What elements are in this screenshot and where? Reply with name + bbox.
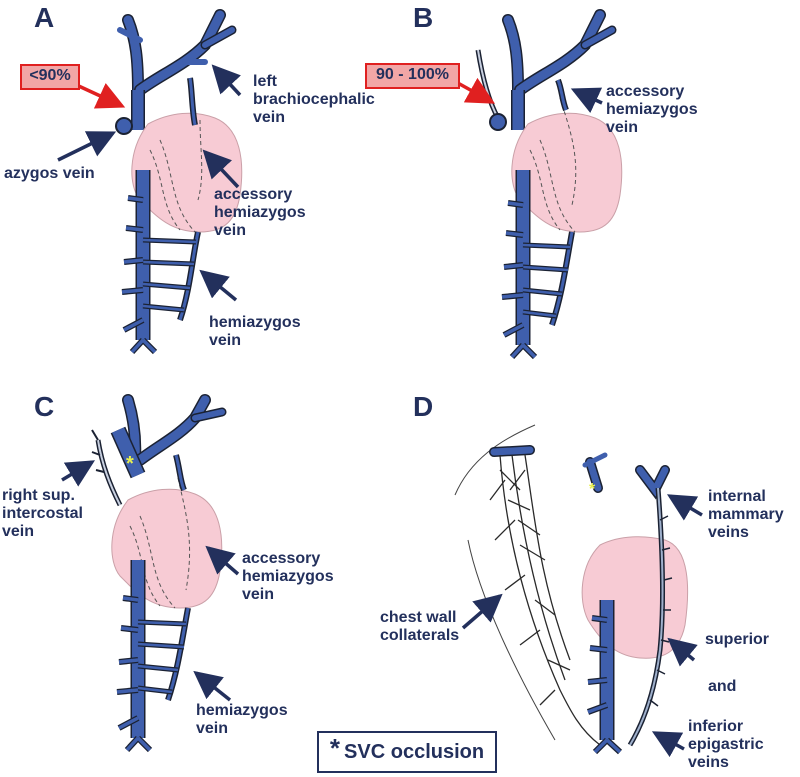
arrow-d-internal-mammary — [666, 494, 703, 521]
arrow-a-left-brachiocephalic — [211, 64, 242, 97]
label-a-left-brachiocephalic-vein: left brachiocephalic vein — [253, 73, 375, 126]
arrow-b-accessory-hemiazygos — [570, 87, 603, 114]
label-a-azygos-vein: azygos vein — [4, 165, 95, 182]
panel-c-drawing: * — [91, 394, 227, 753]
panel-a-percent-badge: <90% — [20, 64, 80, 90]
panel-a-azygos-arch — [115, 117, 133, 135]
panel-d-occlusion-star: * — [589, 481, 596, 498]
label-d-internal-mammary-veins: internal mammary veins — [708, 488, 784, 541]
panel-d-chest-wall-collaterals — [489, 454, 601, 746]
panel-d-drawing: * — [454, 424, 689, 755]
arrow-c-accessory-hemiazygos — [205, 545, 240, 576]
arrow-b-red — [455, 77, 496, 104]
label-c-right-sup-intercostal-vein: right sup. intercostal vein — [2, 487, 83, 540]
label-d-inferior-epigastric-veins: inferior epigastric veins — [688, 718, 764, 771]
arrow-d-inferior-epigastric — [651, 731, 685, 758]
annotation-arrows — [57, 64, 703, 758]
label-d-superior: superior — [705, 631, 770, 648]
label-c-accessory-hemiazygos-vein: accessory hemiazygos vein — [242, 550, 334, 603]
panel-b-drawing — [475, 9, 623, 360]
legend-svc-occlusion: * SVC occlusion — [317, 731, 497, 773]
panel-b-percent-badge: 90 - 100% — [365, 63, 460, 89]
label-d-chest-wall-collaterals: chest wall collaterals — [380, 609, 460, 644]
label-c-hemiazygos-vein: hemiazygos vein — [196, 702, 288, 737]
label-a-hemiazygos-vein: hemiazygos vein — [209, 314, 301, 349]
panel-c-mass — [111, 488, 223, 609]
panel-c-occlusion-star: * — [126, 453, 134, 475]
panel-d-body-outline — [454, 424, 536, 496]
arrow-c-hemiazygos — [193, 670, 232, 702]
label-a-accessory-hemiazygos-vein: accessory hemiazygos vein — [214, 186, 306, 239]
legend-star: * — [329, 732, 341, 763]
arrow-a-accessory-hemiazygos — [202, 149, 240, 189]
panel-a-letter: A — [34, 2, 55, 33]
arrow-c-right-sup-intercostal — [61, 460, 96, 487]
panel-c-right-sup-intercostal-vein — [95, 439, 123, 507]
legend-text: SVC occlusion — [344, 740, 485, 763]
panel-d-letter: D — [413, 391, 434, 422]
arrow-d-chest-wall — [461, 593, 503, 630]
label-d-and: and — [708, 678, 737, 695]
panel-b-letter: B — [413, 2, 434, 33]
arrow-d-superior — [667, 637, 698, 667]
arrow-a-azygos — [57, 131, 117, 162]
arrow-a-hemiazygos — [199, 269, 238, 302]
panel-c-letter: C — [34, 391, 55, 422]
label-b-accessory-hemiazygos-vein: accessory hemiazygos vein — [606, 83, 698, 136]
panel-a-drawing — [115, 9, 243, 355]
